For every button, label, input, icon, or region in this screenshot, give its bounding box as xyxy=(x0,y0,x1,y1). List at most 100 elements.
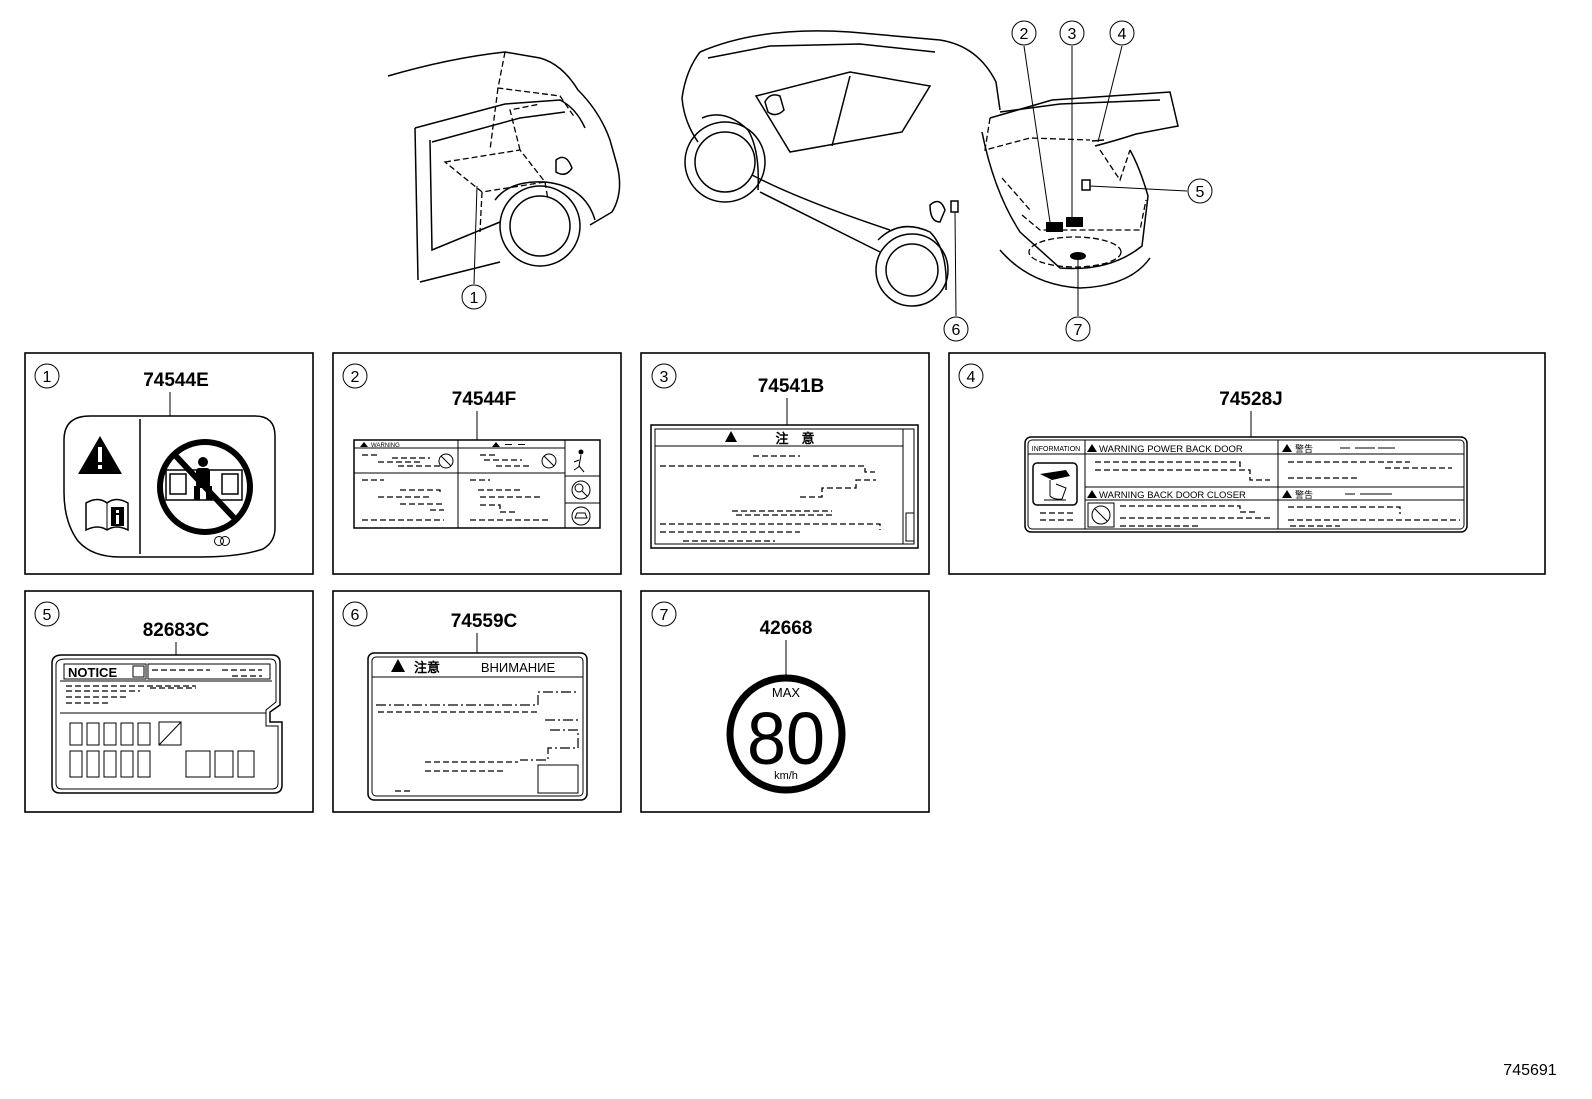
panel-number: 5 xyxy=(43,607,52,624)
magnifier-icon xyxy=(571,480,591,500)
label-6-location xyxy=(950,200,959,213)
panel-frame xyxy=(640,590,930,813)
diagram-id: 745691 xyxy=(1503,1062,1556,1079)
panel-6: 6 74559C 注意 ВНИМАНИЕ xyxy=(332,590,622,813)
callout-7: 7 xyxy=(1065,316,1091,342)
open-back-door xyxy=(989,91,1179,147)
symbol-grid xyxy=(69,721,255,778)
warning-jp-1: 警告 xyxy=(1295,443,1313,455)
information-header: INFORMATION xyxy=(1032,446,1080,453)
callout-6: 6 xyxy=(943,316,969,342)
label-74559C: 注意 ВНИМАНИЕ xyxy=(367,652,588,801)
caution-header-jp: 注意 xyxy=(414,660,440,676)
warning-triangle-icon xyxy=(1087,444,1097,452)
label-3-location xyxy=(1066,217,1083,227)
panel-2: 2 74544F WARNING xyxy=(332,352,622,575)
label-74544E xyxy=(63,415,276,558)
callout-3: 3 xyxy=(1059,20,1085,46)
prohibition-icon xyxy=(1087,502,1115,528)
svg-text:6: 6 xyxy=(952,322,961,339)
leader-line-6 xyxy=(954,211,957,317)
panel-number: 1 xyxy=(43,369,52,386)
panel-frame xyxy=(332,590,622,813)
callout-4: 4 xyxy=(1109,20,1135,46)
callout-5: 5 xyxy=(1187,178,1213,204)
panel-number-circle xyxy=(651,601,677,627)
max-text: MAX xyxy=(772,685,801,700)
panel-3: 3 74541B 注 意 xyxy=(640,352,930,575)
panel-frame xyxy=(24,352,314,575)
notice-header: NOTICE xyxy=(68,665,117,680)
panel-number-circle xyxy=(34,601,60,627)
panel-number: 3 xyxy=(660,369,669,386)
label-42668-speed-limit: MAX 80 km/h xyxy=(726,674,846,794)
svg-text:2: 2 xyxy=(1020,26,1029,43)
panel-frame xyxy=(640,352,930,575)
callout-2: 2 xyxy=(1011,20,1037,46)
warning-triangle-icon xyxy=(78,436,122,474)
warning-back-door-closer: WARNING BACK DOOR CLOSER xyxy=(1099,490,1246,501)
right-vehicle-front-wheel xyxy=(684,121,766,203)
leader-line-2 xyxy=(1023,45,1051,223)
panel-5: 5 82683C NOTICE xyxy=(24,590,314,813)
warning-triangle-icon xyxy=(391,659,405,672)
no-child-seat-icon xyxy=(157,439,253,535)
vehicle-icon xyxy=(571,506,591,526)
part-number: 74544F xyxy=(452,389,516,410)
warning-header: WARNING xyxy=(371,443,400,449)
left-vehicle-illustration xyxy=(387,51,621,285)
panel-frame xyxy=(332,352,622,575)
person-icon xyxy=(573,449,585,473)
right-vehicle-rear-wheel xyxy=(875,233,949,307)
panel-number: 7 xyxy=(660,607,669,624)
panel-number-circle xyxy=(342,363,368,389)
svg-text:4: 4 xyxy=(1118,26,1127,43)
right-vehicle-illustration xyxy=(681,30,1188,317)
part-number: 42668 xyxy=(760,618,813,639)
part-number: 82683C xyxy=(143,620,210,641)
warning-triangle-icon xyxy=(1282,490,1292,498)
recycle-mark-icon xyxy=(214,536,230,546)
caution-header-ru: ВНИМАНИЕ xyxy=(481,660,556,675)
part-number: 74544E xyxy=(143,370,209,391)
panel-number: 2 xyxy=(351,369,360,386)
prohibition-icon xyxy=(438,453,454,469)
warning-triangle-icon xyxy=(360,442,368,447)
warning-jp-2: 警告 xyxy=(1295,489,1313,501)
part-number: 74541B xyxy=(758,376,825,397)
label-2-location xyxy=(1046,222,1063,232)
leader-line-5 xyxy=(1089,185,1188,192)
panel-number-circle xyxy=(34,363,60,389)
label-82683C: NOTICE xyxy=(51,654,283,794)
panel-number-circle xyxy=(651,363,677,389)
svg-text:7: 7 xyxy=(1074,322,1083,339)
caution-header: 注 意 xyxy=(775,431,814,447)
panel-frame xyxy=(24,590,314,813)
panel-frame xyxy=(948,352,1546,575)
warning-triangle-icon xyxy=(1282,444,1292,452)
callout-1: 1 xyxy=(461,284,487,310)
panel-number-circle xyxy=(958,363,984,389)
panel-number: 6 xyxy=(351,607,360,624)
hand-press-button-icon xyxy=(1032,462,1078,506)
speed-value: 80 xyxy=(747,697,825,780)
owners-manual-icon xyxy=(85,498,129,532)
label-5-location xyxy=(1081,179,1091,191)
part-number: 74528J xyxy=(1219,389,1282,410)
part-number: 74559C xyxy=(451,611,518,632)
label-7-location xyxy=(1070,252,1086,260)
warning-triangle-icon xyxy=(1087,490,1097,498)
svg-text:3: 3 xyxy=(1068,26,1077,43)
prohibition-icon xyxy=(541,453,557,469)
label-74528J: INFORMATION WARNING POWER BACK DOOR 警告 W… xyxy=(1024,436,1468,533)
speed-unit: km/h xyxy=(774,770,798,782)
panel-number-circle xyxy=(342,601,368,627)
warning-triangle-icon xyxy=(492,442,500,447)
warning-power-back-door: WARNING POWER BACK DOOR xyxy=(1099,444,1243,455)
panel-7: 7 42668 MAX 80 km/h xyxy=(640,590,930,813)
warning-triangle-icon xyxy=(725,431,737,442)
svg-text:1: 1 xyxy=(470,290,479,307)
left-vehicle-rear-wheel xyxy=(499,185,581,267)
panel-4: 4 74528J INFORMATION WARNING POWER BACK … xyxy=(948,352,1546,575)
